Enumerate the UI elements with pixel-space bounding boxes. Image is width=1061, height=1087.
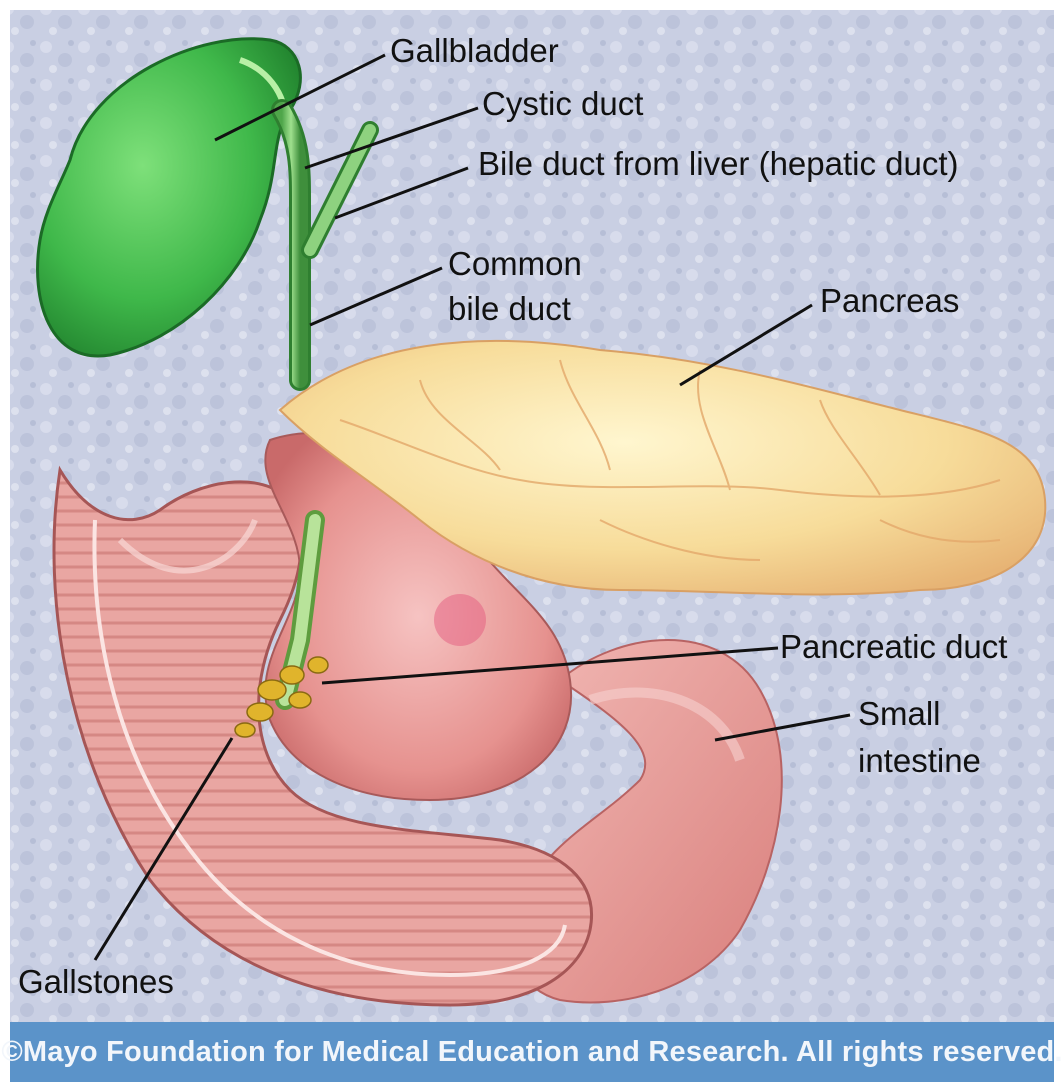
label-pancreas: Pancreas <box>820 282 959 319</box>
copyright-bar: ©Mayo Foundation for Medical Education a… <box>10 1022 1054 1082</box>
copyright-text: ©Mayo Foundation for Medical Education a… <box>1 1036 1061 1069</box>
label-pancreatic-duct: Pancreatic duct <box>780 628 1007 665</box>
label-small-intestine-line1: Small <box>858 695 941 732</box>
label-gallstones: Gallstones <box>18 963 174 1000</box>
label-small-intestine-line2: intestine <box>858 742 981 779</box>
label-common-bile-duct-line2: bile duct <box>448 290 571 327</box>
label-cystic-duct: Cystic duct <box>482 85 643 122</box>
label-gallbladder: Gallbladder <box>390 32 559 69</box>
label-hepatic-duct: Bile duct from liver (hepatic duct) <box>478 145 959 182</box>
label-common-bile-duct-line1: Common <box>448 245 582 282</box>
